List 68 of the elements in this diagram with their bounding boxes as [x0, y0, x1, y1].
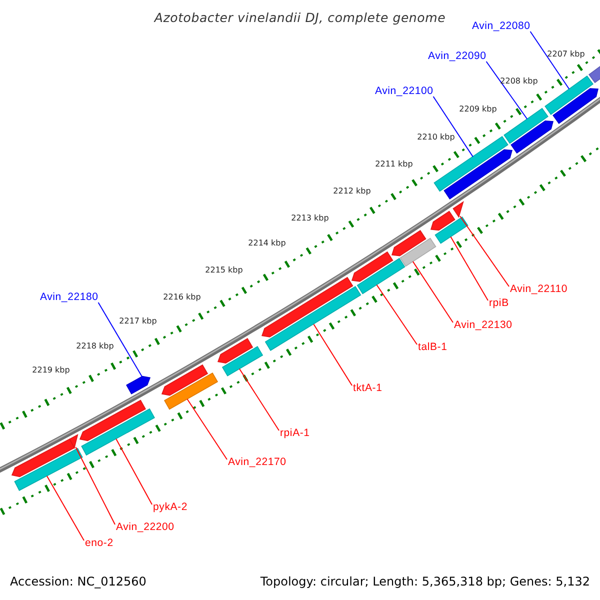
gene-label: Avin_22080	[472, 20, 530, 32]
gene-label: talB-1	[418, 340, 448, 354]
gene-label: Avin_22170	[228, 456, 286, 468]
footer-text: Accession: NC_012560	[10, 576, 146, 588]
gene-bar	[222, 346, 264, 376]
gene-block	[161, 364, 208, 396]
scale-label: 2215 kbp	[205, 264, 243, 276]
leader-line	[376, 284, 418, 345]
gene-label: Avin_22180	[40, 290, 98, 304]
gene-label: Avin_22100	[375, 84, 434, 98]
gene-block	[444, 149, 513, 200]
gene-block	[217, 338, 254, 364]
gene-block	[79, 400, 146, 442]
gene-bar	[264, 286, 362, 351]
leader-line	[486, 61, 528, 120]
gene-bar	[14, 448, 83, 491]
scale-label: 2213 kbp	[291, 212, 329, 224]
leader-line	[460, 216, 510, 287]
gene-label: Avin_22090	[428, 50, 486, 62]
gene-bar	[544, 75, 594, 115]
gene-label: rpiA-1	[280, 426, 310, 440]
leader-line	[75, 446, 116, 525]
scale-label: 2219 kbp	[32, 364, 70, 376]
footer-text: Topology: circular; Length: 5,365,318 bp; Genes: 5,132	[260, 576, 590, 588]
leader-line	[186, 398, 228, 460]
gene-bar	[164, 372, 218, 410]
gene-block	[261, 276, 354, 338]
gene-label: Avin_22200	[116, 520, 174, 534]
gene-bar	[434, 216, 468, 244]
scale-label: 2217 kbp	[119, 316, 157, 328]
gene-label: rpiB	[489, 296, 509, 310]
leader-line	[238, 368, 280, 431]
gene-block	[552, 88, 598, 124]
gene-block	[351, 251, 394, 282]
title: Azotobacter vinelandii DJ, complete genome	[154, 11, 446, 24]
gene-block	[11, 438, 75, 478]
gene-label: Avin_22130	[454, 318, 512, 332]
scale-label: 2208 kbp	[500, 76, 538, 88]
gene-block	[430, 210, 456, 231]
leader-line	[530, 31, 570, 90]
gene-label: Avin_22110	[510, 282, 568, 296]
scale-label: 2209 kbp	[459, 104, 497, 116]
scale-label: 2211 kbp	[375, 158, 413, 170]
gene-label: pykA-2	[153, 500, 188, 514]
scale-label: 2218 kbp	[76, 340, 114, 352]
gene-label: tktA-1	[353, 382, 382, 394]
gene-block	[126, 376, 151, 394]
leader-line	[46, 476, 84, 541]
gene-bar	[504, 108, 548, 144]
gene-block	[391, 230, 426, 256]
scale-label: 2216 kbp	[163, 292, 201, 304]
scale-label: 2210 kbp	[417, 132, 455, 144]
scale-label: 2214 kbp	[248, 238, 286, 250]
gene-triangle	[452, 200, 464, 218]
leader-line	[116, 438, 152, 505]
leader-line	[450, 236, 488, 301]
leader-line	[412, 261, 454, 323]
gene-triangle	[69, 434, 78, 449]
gene-label: eno-2	[85, 536, 114, 550]
scale-label: 2207 kbp	[547, 48, 585, 60]
leader-line	[98, 302, 142, 378]
gene-bar	[356, 258, 406, 294]
gene-bar	[400, 238, 436, 267]
scale-label: 2212 kbp	[333, 186, 371, 198]
gene-block	[510, 120, 554, 154]
leader-line	[313, 324, 352, 386]
leader-line	[432, 96, 474, 158]
gene-bar	[81, 408, 155, 456]
